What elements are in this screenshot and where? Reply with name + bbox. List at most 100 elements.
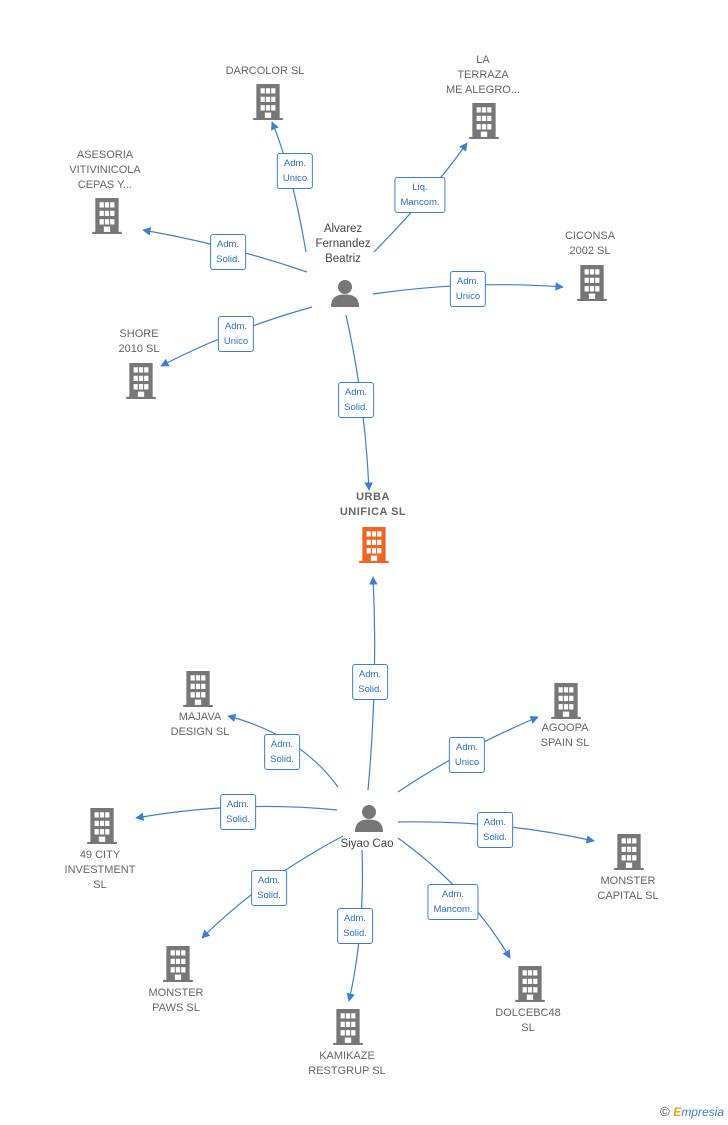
building-icon-urba[interactable] <box>359 527 389 563</box>
node-label-line: PAWS SL <box>152 1002 200 1014</box>
role-badge-line: Unico <box>455 291 481 302</box>
node-label-line: Siyao Cao <box>340 838 394 850</box>
node-label-line: Fernandez <box>315 238 371 250</box>
role-badge-line: Solid. <box>358 684 382 695</box>
role-badge-alvarez-to-darcolor[interactable]: Adm. Unico <box>276 153 314 189</box>
empresia-logo[interactable]: Empresia <box>673 1105 724 1119</box>
role-badge-line: Adm. <box>224 321 248 332</box>
node-label-line: SL <box>521 1022 535 1034</box>
node-label-line: DARCOLOR SL <box>225 65 305 77</box>
node-label-line: URBA <box>356 491 390 503</box>
role-badge-siyao-to-monster_paws[interactable]: Adm. Solid. <box>251 870 287 906</box>
role-badge-siyao-to-dolcebc48[interactable]: Adm. Mancom. <box>427 884 479 920</box>
node-label-line: RESTGRUP SL <box>308 1065 386 1077</box>
node-label-line: MAJAVA <box>178 711 222 723</box>
role-badge-siyao-to-agoopa[interactable]: Adm. Unico <box>448 737 486 773</box>
node-label-line: MONSTER <box>600 875 656 887</box>
role-badge-line: Mancom. <box>400 197 440 208</box>
node-label-line: ME ALEGRO... <box>446 84 520 96</box>
node-label-kamikaze[interactable]: KAMIKAZE RESTGRUP SL <box>308 1049 385 1079</box>
role-badge-alvarez-to-la_terraza[interactable]: Liq. Mancom. <box>394 177 446 213</box>
role-badge-line: Adm. <box>343 913 367 924</box>
node-label-line: KAMIKAZE <box>319 1050 375 1062</box>
node-label-urba[interactable]: URBA UNIFICA SL <box>340 490 406 520</box>
node-label-line: AGOOPA <box>541 722 589 734</box>
role-badge-line: Adm. <box>270 739 294 750</box>
building-icon-agoopa[interactable] <box>551 683 581 719</box>
person-icon-siyao[interactable] <box>355 805 383 832</box>
brand-initial: E <box>673 1105 682 1119</box>
node-label-line: 49 CITY <box>79 849 121 861</box>
node-label-line: SHORE <box>119 328 159 340</box>
role-badge-siyao-to-kamikaze[interactable]: Adm. Solid. <box>337 908 373 944</box>
role-badge-alvarez-to-shore[interactable]: Adm. Unico <box>217 316 255 352</box>
role-badge-siyao-to-monster_capital[interactable]: Adm. Solid. <box>477 812 513 848</box>
copyright-symbol: © <box>660 1104 670 1119</box>
building-icon-monster_paws[interactable] <box>163 946 193 982</box>
node-label-line: Beatriz <box>325 253 361 265</box>
node-label-monster_capital[interactable]: MONSTER CAPITAL SL <box>597 874 658 904</box>
node-label-line: UNIFICA SL <box>339 506 407 518</box>
person-icon-alvarez[interactable] <box>331 280 359 307</box>
node-label-ciconsa[interactable]: CICONSA 2002 SL <box>565 229 615 259</box>
node-label-line: 2010 SL <box>118 343 160 355</box>
role-badge-line: Adm. <box>226 799 250 810</box>
node-label-line: Alvarez <box>323 223 363 235</box>
role-badge-line: Solid. <box>343 928 367 939</box>
role-badge-line: Adm. <box>441 889 465 900</box>
role-badge-line: Adm. <box>257 875 281 886</box>
building-icon-la_terraza[interactable] <box>469 103 499 139</box>
role-badge-line: Unico <box>454 757 480 768</box>
role-badge-line: Adm. <box>344 387 368 398</box>
role-badge-line: Unico <box>282 173 308 184</box>
node-label-majava[interactable]: MAJAVA DESIGN SL <box>171 710 230 740</box>
role-badge-line: Solid. <box>226 814 250 825</box>
role-badge-siyao-to-majava[interactable]: Adm. Solid. <box>264 734 300 770</box>
building-icon-majava[interactable] <box>183 671 213 707</box>
role-badge-line: Adm. <box>483 817 507 828</box>
building-icon-darcolor[interactable] <box>253 84 283 120</box>
node-label-line: CICONSA <box>564 230 616 242</box>
role-badge-line: Solid. <box>270 754 294 765</box>
building-icon-monster_capital[interactable] <box>614 834 644 870</box>
node-label-line: CAPITAL SL <box>597 890 659 902</box>
node-label-line: INVESTMENT <box>64 864 136 876</box>
role-badge-siyao-to-urba[interactable]: Adm. Solid. <box>352 664 388 700</box>
node-label-city49[interactable]: 49 CITY INVESTMENT SL <box>65 848 136 893</box>
node-label-shore[interactable]: SHORE 2010 SL <box>119 327 160 357</box>
node-label-siyao[interactable]: Siyao Cao <box>340 837 393 852</box>
role-badge-alvarez-to-ciconsa[interactable]: Adm.Unico <box>449 271 487 307</box>
role-badge-line: Liq. <box>412 182 428 193</box>
building-icon-shore[interactable] <box>126 363 156 399</box>
node-label-line: CEPAS Y... <box>77 179 133 191</box>
role-badge-line: Adm. <box>358 669 382 680</box>
node-label-line: SL <box>93 879 107 891</box>
node-label-asesoria[interactable]: ASESORIA VITIVINICOLA CEPAS Y... <box>69 148 141 193</box>
role-badge-line: Unico <box>223 336 249 347</box>
role-badge-line: Solid. <box>216 254 240 265</box>
node-label-line: DESIGN SL <box>170 726 230 738</box>
node-label-line: VITIVINICOLA <box>69 164 141 176</box>
building-icon-asesoria[interactable] <box>92 198 122 234</box>
building-icon-dolcebc48[interactable] <box>515 966 545 1002</box>
role-badge-siyao-to-city49[interactable]: Adm. Solid. <box>220 794 256 830</box>
node-label-darcolor[interactable]: DARCOLOR SL <box>226 64 305 79</box>
role-badge-line: Mancom. <box>433 904 473 915</box>
node-label-line: TERRAZA <box>457 69 509 81</box>
role-badge-line: Solid. <box>483 832 507 843</box>
node-label-line: ASESORIA <box>76 149 134 161</box>
role-badge-alvarez-to-urba[interactable]: Adm.Solid. <box>338 382 374 418</box>
role-badge-line: Adm. <box>283 158 307 169</box>
role-badge-line: Solid. <box>257 890 281 901</box>
role-badge-alvarez-to-asesoria[interactable]: Adm.Solid. <box>210 234 246 270</box>
role-badge-line: Adm. <box>455 742 479 753</box>
building-icon-kamikaze[interactable] <box>333 1009 363 1045</box>
building-icon-city49[interactable] <box>87 808 117 844</box>
node-label-line: 2002 SL <box>569 245 611 257</box>
building-icon-ciconsa[interactable] <box>577 265 607 301</box>
